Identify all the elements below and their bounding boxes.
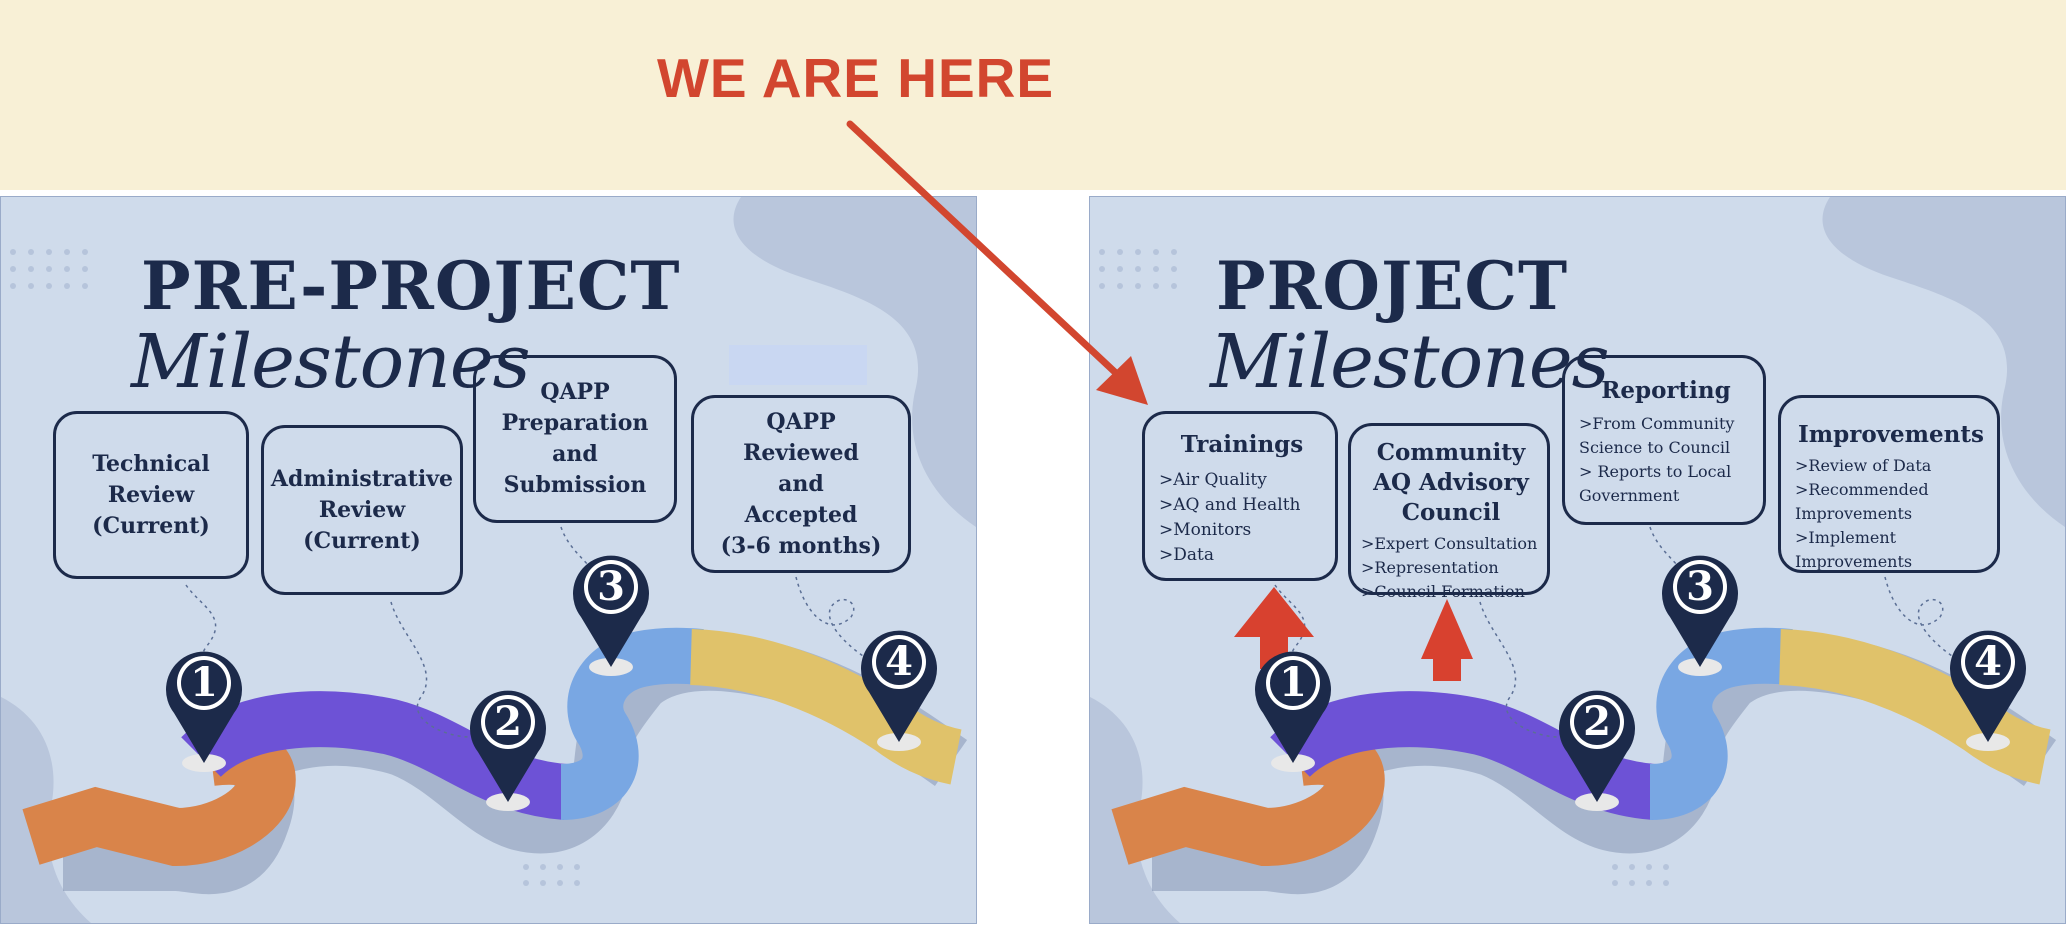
project-milestone-2-item: >Expert Consultation bbox=[1361, 534, 1538, 553]
project-milestone-4-item: >Recommended Improvements bbox=[1795, 480, 1929, 523]
pre-project-title: PRE-PROJECT bbox=[141, 247, 681, 325]
highlight-arrows bbox=[1234, 587, 1473, 681]
pre-pin-2-number: 2 bbox=[494, 698, 522, 745]
pre-project-pins bbox=[165, 555, 938, 811]
project-milestone-1-box: Trainings >Air Quality >AQ and Health >M… bbox=[1142, 411, 1338, 581]
project-milestone-3-title: Reporting bbox=[1601, 377, 1731, 404]
project-milestone-3-item: >From Community Science to Council bbox=[1579, 414, 1735, 457]
pre-milestone-2-box: Administrative Review (Current) bbox=[261, 425, 463, 595]
project-pins bbox=[1255, 555, 2026, 811]
pre-milestone-3-text: QAPP Preparation and Submission bbox=[501, 379, 649, 498]
pre-milestone-1-box: Technical Review (Current) bbox=[53, 411, 249, 579]
project-milestone-4-item: >Implement Improvements bbox=[1795, 528, 1913, 571]
project-milestone-1-item: >AQ and Health bbox=[1159, 495, 1301, 515]
pre-milestone-2-text: Administrative Review (Current) bbox=[270, 465, 454, 554]
project-pin-2-number: 2 bbox=[1583, 698, 1611, 745]
project-milestone-3-item: > Reports to Local Government bbox=[1579, 462, 1732, 505]
project-pin-1-number: 1 bbox=[1279, 659, 1307, 706]
project-pin-4-number: 4 bbox=[1974, 638, 2002, 685]
project-milestone-1-item: >Air Quality bbox=[1159, 470, 1267, 490]
project-milestone-3-box: Reporting >From Community Science to Cou… bbox=[1562, 355, 1766, 525]
we-are-here-callout: WE ARE HERE bbox=[657, 47, 1055, 109]
pre-project-subtitle: Milestones bbox=[131, 319, 531, 405]
project-milestone-2-item: >Representation bbox=[1361, 558, 1499, 577]
pre-milestone-4-text: QAPP Reviewed and Accepted (3-6 months) bbox=[720, 408, 882, 559]
project-milestone-2-title: Community AQ Advisory Council bbox=[1373, 439, 1529, 526]
pre-pin-1-number: 1 bbox=[190, 659, 218, 706]
project-pin-3-number: 3 bbox=[1686, 563, 1714, 610]
pre-milestone-1-text: Technical Review (Current) bbox=[92, 450, 210, 539]
pre-pin-3-number: 3 bbox=[597, 563, 625, 610]
project-milestone-1-title: Trainings bbox=[1180, 431, 1304, 458]
project-milestone-4-title: Improvements bbox=[1798, 421, 1984, 448]
project-title: PROJECT bbox=[1216, 247, 1569, 325]
project-panel: PROJECT Milestones 1 2 3 4 Trainings >Ai… bbox=[1089, 196, 2066, 924]
project-milestone-2-item: >Council Formation bbox=[1361, 582, 1525, 601]
pre-milestone-4-box: QAPP Reviewed and Accepted (3-6 months) bbox=[691, 395, 911, 573]
project-roadmap-graphic bbox=[1090, 197, 2065, 923]
project-milestone-2-box: Community AQ Advisory Council >Expert Co… bbox=[1348, 423, 1550, 601]
project-milestone-1-item: >Data bbox=[1159, 545, 1214, 565]
pre-pin-4-number: 4 bbox=[885, 638, 913, 685]
project-milestone-1-item: >Monitors bbox=[1159, 520, 1252, 540]
project-subtitle: Milestones bbox=[1210, 319, 1610, 405]
pre-milestone-3-box: QAPP Preparation and Submission bbox=[473, 355, 677, 523]
project-milestone-4-item: >Review of Data bbox=[1795, 456, 1932, 475]
project-milestone-4-box: Improvements >Review of Data >Recommende… bbox=[1778, 395, 2000, 573]
pre-project-panel: PRE-PROJECT Milestones 1 2 3 4 Technical… bbox=[0, 196, 977, 924]
